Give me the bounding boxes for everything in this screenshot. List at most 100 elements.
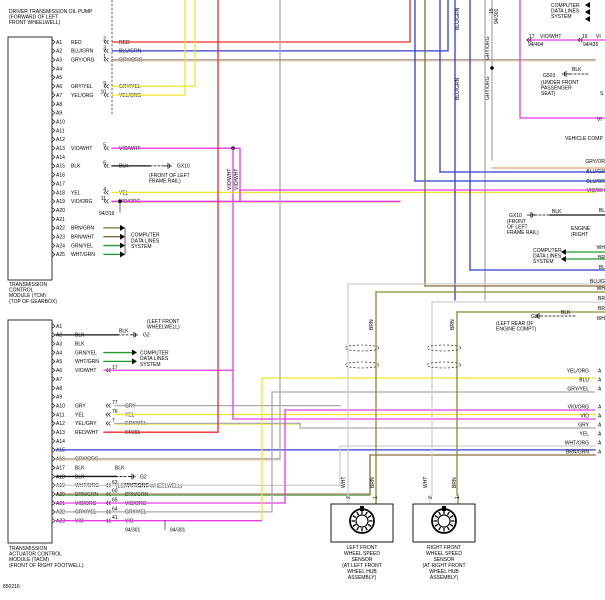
bus-pin-label: A [598,414,602,420]
tcm-pin-label: A3 [56,58,62,64]
tcm-connector-chevron [103,163,109,169]
bus-wire-label: WHT/ORG [565,441,589,447]
tcm-pin-label: A24 [56,243,65,249]
left-sensor-notch [360,506,364,511]
tacm-pin-number: 7 [112,418,115,424]
tacm-pin-label: A2 [56,333,62,339]
tacm-pin-mark [51,358,56,365]
tacm-pin-label: A13 [56,430,65,436]
tcm-wire-label-right: YEL/ORG [119,93,141,99]
tcm-pin-mark [51,56,56,63]
tacm-pin-mark [51,323,56,329]
tacm-pin-label: A19 [56,483,65,489]
tacm-pin-label: A17 [56,465,65,471]
tcm-pin-label: A25 [56,252,65,258]
tcm-pin-number: 9 [103,81,106,87]
tacm-pin-label: A6 [56,368,62,374]
tacm-pin-label: A4 [56,350,62,356]
sensor-wire-label: BRN [370,477,376,488]
g503-note: SEAT) [541,91,556,97]
data-lines-label: COMPUTER [533,248,562,254]
bus-wire-label: GRY [578,423,589,429]
tcm-wire-label: GRY/YEL [71,84,93,90]
tcm-pin-mark [51,118,56,125]
tcm-pin-label: A13 [56,146,65,152]
tacm-wire-label: BLK [75,333,85,339]
tcm-pin-label: A5 [56,75,62,81]
tacm-pin-label: A16 [56,457,65,463]
bus-wire-label: VIO [580,414,589,420]
tacm-wire-label: GRY/YEL [75,510,97,516]
left-sensor-tooth [367,515,372,519]
tacm-pin-number: 60 [112,489,118,495]
tacm-pin-label: A7 [56,377,62,383]
left-sensor-tooth [367,523,372,527]
left-sensor-tooth [356,526,360,531]
tacm-connector-chevron [105,412,111,417]
tacm-wire-label: BLK [75,474,85,480]
tacm-pin-label: A22 [56,510,65,516]
left-sensor-tooth [364,511,368,516]
tcm-wire-label-right: GRY/YEL [119,84,141,90]
bus-pin-label: A [598,378,602,384]
left-sensor-tooth [356,511,360,516]
wire-label: BLK [119,328,129,334]
data-lines-label: DATA LINES [140,356,169,362]
right-wire-label: WH [597,316,605,322]
right-wire-label: BR [598,296,605,302]
tacm-pin-mark [51,438,56,444]
tacm-pin-label: A12 [56,421,65,427]
tacm-wire-label: VIO/ORG [75,501,97,507]
right-sensor-tooth [449,515,454,519]
left-sensor-label: LEFT FRONT [347,545,378,551]
tacm-pin-mark [51,411,56,418]
ground-icon [562,71,570,77]
tacm-module-label: ACTUATOR CONTROL [9,552,62,558]
tcm-wire-label-right: GRY/ORG [119,58,143,64]
tcm-connector-chevron [103,39,109,45]
tcm-pin-mark [51,39,56,45]
tcm-pin-label: A20 [56,208,65,214]
wire-vio-org [284,409,595,503]
tcm-connector-chevron [103,84,109,89]
tcm-left-label: BRN/WHT [71,235,94,241]
left-sensor-tooth [352,523,357,527]
tacm-pin-mark [51,420,56,427]
left-sensor-tooth [352,515,357,519]
left-sensor-tooth [364,526,368,531]
right-sensor-notch [442,506,446,511]
tcm-pin-mark [51,242,56,249]
tcm-connector-chevron [103,48,109,54]
bus-wire-label: YEL/ORG [567,369,589,375]
bus-wire-label: YEL [580,432,590,438]
tacm-module-label: (FRONT OF RIGHT FOOTWELL) [9,563,84,569]
tcm-pin-label: A12 [56,137,65,143]
tcm-pin-mark [51,189,56,196]
tacm-pin-number: 77 [112,400,118,406]
tcm-pin-mark [51,233,56,240]
tcm-pin-number: 6 [103,160,106,166]
tcm-connector-chevron [103,199,109,204]
connector-chevron [526,37,532,43]
sensor-pin: 1 [373,496,379,499]
g3-label: G3 [531,314,538,320]
tacm-pin-label: A1 [56,324,62,330]
tcm-pin-number: 1 [103,54,106,60]
data-lines-label: SYSTEM [131,244,152,250]
sensor-pin: 1 [455,496,461,499]
right-wire-label: BR [598,255,605,261]
pin-number: 17 [529,34,535,40]
tcm-module-box [7,36,53,281]
tcm-wire-label: YEL [71,190,81,196]
tacm-pin-label: A10 [56,403,65,409]
arrow-icon [120,233,125,240]
tcm-pin-mark [51,163,56,169]
tacm-pin-label: A11 [56,412,65,418]
tcm-module-label: MODULE (TCM) [9,293,46,299]
tcm-pin-mark [51,198,56,205]
diagram-id: 850216 [3,584,20,590]
right-sensor-label: (AT RIGHT FRONT [422,563,465,569]
right-sensor-label: WHEEL HUB [429,569,459,575]
right-wire-label: BLU/G [590,279,605,285]
